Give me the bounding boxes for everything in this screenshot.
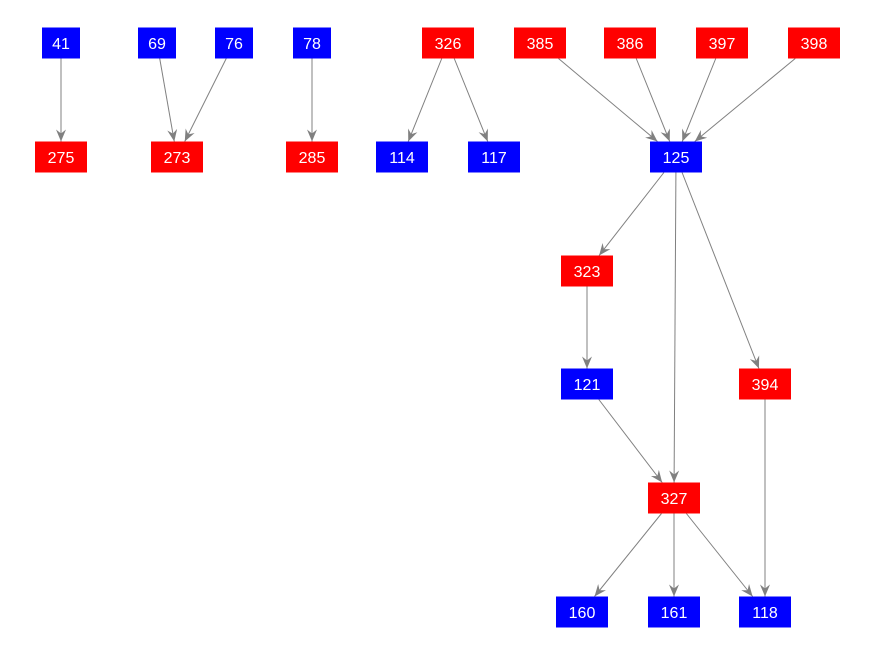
node-box: [556, 596, 608, 628]
node-box: [215, 27, 253, 59]
node-323[interactable]: 323: [561, 255, 613, 287]
edge-125-to-327: [669, 172, 680, 483]
node-box: [42, 27, 80, 59]
node-label: 326: [435, 36, 462, 53]
node-box: [561, 368, 613, 400]
edge-69-to-273: [159, 58, 178, 142]
node-box: [514, 27, 566, 59]
node-label: 114: [389, 150, 415, 167]
node-label: 398: [801, 36, 828, 53]
node-273[interactable]: 273: [151, 141, 203, 173]
node-box: [293, 27, 331, 59]
node-box: [648, 482, 700, 514]
edge-327-to-160: [594, 513, 662, 597]
node-160[interactable]: 160: [556, 596, 608, 628]
node-285[interactable]: 285: [286, 141, 338, 173]
node-box: [151, 141, 203, 173]
node-label: 273: [164, 150, 191, 167]
edges-layer: [56, 58, 796, 597]
node-box: [739, 596, 791, 628]
node-box: [422, 27, 474, 59]
node-label: 117: [481, 150, 507, 167]
node-label: 76: [225, 36, 243, 53]
edge-398-to-125: [694, 58, 796, 142]
node-78[interactable]: 78: [293, 27, 331, 59]
node-label: 69: [148, 36, 166, 53]
node-label: 385: [527, 36, 554, 53]
node-box: [604, 27, 656, 59]
node-117[interactable]: 117: [468, 141, 520, 173]
node-box: [286, 141, 338, 173]
node-161[interactable]: 161: [648, 596, 700, 628]
node-label: 160: [569, 605, 596, 622]
edge-397-to-125: [681, 58, 717, 142]
node-label: 78: [303, 36, 321, 53]
node-394[interactable]: 394: [739, 368, 791, 400]
node-69[interactable]: 69: [138, 27, 176, 59]
node-label: 394: [752, 377, 779, 394]
node-box: [561, 255, 613, 287]
node-box: [650, 141, 702, 173]
edge-386-to-125: [635, 58, 671, 142]
node-box: [376, 141, 428, 173]
node-398[interactable]: 398: [788, 27, 840, 59]
node-label: 125: [663, 150, 690, 167]
node-label: 285: [299, 150, 326, 167]
node-box: [696, 27, 748, 59]
edge-121-to-327: [598, 399, 663, 483]
node-box: [35, 141, 87, 173]
node-box: [138, 27, 176, 59]
edge-125-to-323: [598, 172, 665, 256]
node-385[interactable]: 385: [514, 27, 566, 59]
edge-125-to-394: [681, 172, 760, 369]
node-label: 41: [52, 36, 70, 53]
node-326[interactable]: 326: [422, 27, 474, 59]
node-label: 121: [574, 377, 601, 394]
node-114[interactable]: 114: [376, 141, 428, 173]
node-box: [739, 368, 791, 400]
edge-326-to-114: [407, 58, 443, 142]
node-397[interactable]: 397: [696, 27, 748, 59]
node-125[interactable]: 125: [650, 141, 702, 173]
edge-327-to-118: [685, 513, 754, 597]
node-327[interactable]: 327: [648, 482, 700, 514]
edge-76-to-273: [184, 58, 227, 142]
nodes-layer: 41 69 76 78 326 385 386 397 398 275 273 285 114 117 12…: [35, 27, 840, 628]
node-121[interactable]: 121: [561, 368, 613, 400]
node-box: [648, 596, 700, 628]
node-118[interactable]: 118: [739, 596, 791, 628]
node-label: 275: [48, 150, 75, 167]
node-label: 386: [617, 36, 644, 53]
node-label: 118: [752, 605, 778, 622]
node-label: 323: [574, 264, 601, 281]
node-box: [468, 141, 520, 173]
node-386[interactable]: 386: [604, 27, 656, 59]
edge-385-to-125: [558, 58, 658, 142]
node-label: 327: [661, 491, 688, 508]
node-41[interactable]: 41: [42, 27, 80, 59]
node-label: 161: [661, 605, 688, 622]
edge-326-to-117: [453, 58, 489, 142]
node-box: [788, 27, 840, 59]
node-label: 397: [709, 36, 736, 53]
node-76[interactable]: 76: [215, 27, 253, 59]
node-275[interactable]: 275: [35, 141, 87, 173]
